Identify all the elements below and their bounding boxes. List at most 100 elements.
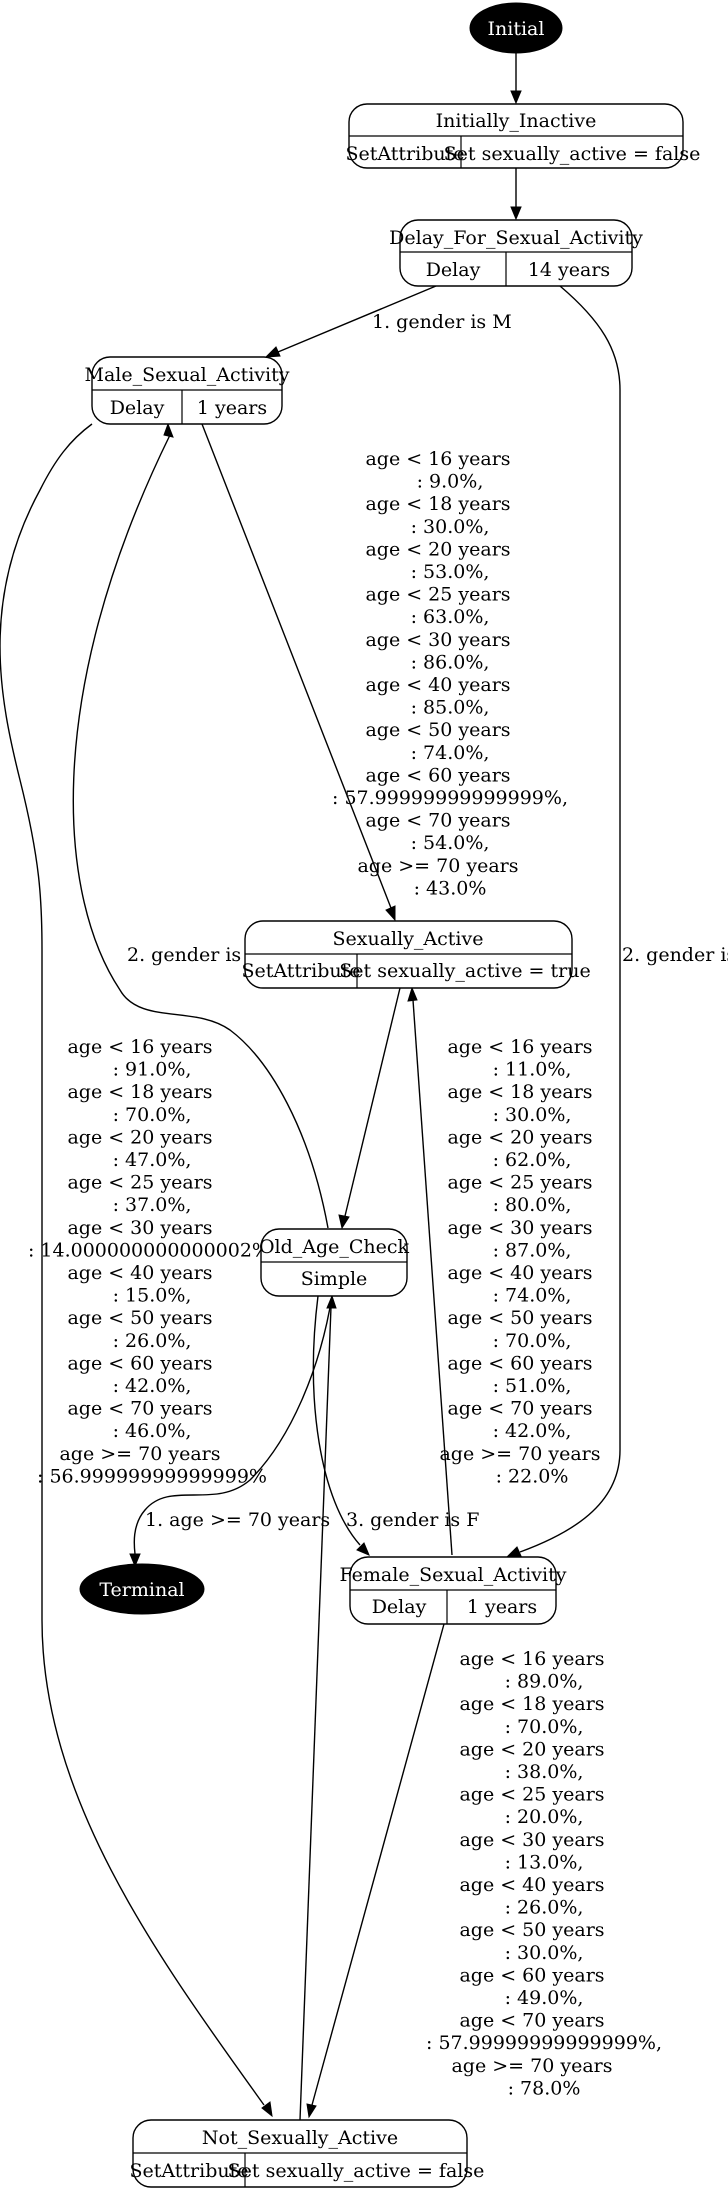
node-old-age-check[interactable]: Old_Age_Check Simple [259, 1228, 410, 1297]
edge-label-line: age < 50 years [447, 1307, 592, 1329]
node-male-sexual-activity[interactable]: Male_Sexual_Activity Delay 1 years [85, 356, 290, 425]
edge-label-line: : 22.0% [496, 1465, 569, 1487]
edge-label-line: : 70.0%, [493, 1330, 572, 1352]
edge-label-line: age < 50 years [459, 1919, 604, 1941]
edge-label-line: age < 20 years [447, 1126, 592, 1148]
edge-label-line: age < 70 years [365, 810, 510, 832]
edge-label-line: age < 30 years [447, 1217, 592, 1239]
edge-label-line: age < 25 years [447, 1172, 592, 1194]
edge-label-line: age < 18 years [67, 1081, 212, 1103]
edge-label-line: age >= 70 years [439, 1443, 600, 1465]
node-sexually-active[interactable]: Sexually_Active SetAttribute Set sexuall… [242, 920, 591, 989]
edge-male-to-not-sexually-active [0, 423, 265, 2106]
edge-label-line: : 80.0%, [493, 1194, 572, 1216]
edge-female-to-not-sexually-active [311, 1623, 445, 2106]
edge-label-line: : 30.0%, [505, 1942, 584, 1964]
edge-sexually-active-to-old-age-check [344, 987, 401, 1217]
node-initial-shape [469, 2, 563, 54]
edge-label-line: : 91.0%, [113, 1059, 192, 1081]
edge-label-male-to-active: age < 16 years: 9.0%,age < 18 years: 30.… [332, 448, 568, 899]
edge-label-delay-to-female: 2. gender is F [622, 944, 728, 966]
edge-delay-to-female [519, 285, 621, 1553]
edge-label-line: : 74.0%, [493, 1285, 572, 1307]
node-delay-box [399, 219, 633, 287]
edge-old-age-check-to-male [72, 434, 329, 1229]
edge-label-line: : 78.0% [508, 2077, 581, 2099]
node-old-age-check-title: Old_Age_Check [259, 1236, 410, 1258]
edge-old-age-check-to-female [312, 1295, 361, 1546]
arrowhead [356, 1542, 370, 1556]
edge-label-line: age < 40 years [365, 674, 510, 696]
node-initial-label: Initial [488, 18, 545, 40]
edge-label-line: : 89.0%, [505, 1671, 584, 1693]
node-female-detail: 1 years [467, 1596, 537, 1618]
edge-label-old-to-female: 3. gender is F [346, 1509, 479, 1531]
edge-label-line: : 49.0%, [505, 1987, 584, 2009]
edge-label-line: age < 40 years [459, 1874, 604, 1896]
edge-label-male-to-inactive: age < 16 years: 91.0%,age < 18 years: 70… [28, 1036, 276, 1487]
node-male-type: Delay [110, 397, 165, 419]
edge-label-line: age < 25 years [365, 584, 510, 606]
edge-label-line: : 13.0%, [505, 1851, 584, 1873]
edge-label-line: : 37.0%, [113, 1194, 192, 1216]
edge-label-line: age < 50 years [365, 719, 510, 741]
edge-label-line: : 87.0%, [493, 1239, 572, 1261]
edge-label-line: : 42.0%, [493, 1420, 572, 1442]
edge-delay-to-male [277, 285, 437, 353]
node-delay-for-sexual-activity[interactable]: Delay_For_Sexual_Activity Delay 14 years [389, 219, 643, 287]
edge-label-line: age < 16 years [447, 1036, 592, 1058]
edge-label-line: age < 16 years [365, 448, 510, 470]
edge-label-line: : 26.0%, [505, 1897, 584, 1919]
node-female-type: Delay [372, 1596, 427, 1618]
edge-label-old-to-terminal: 1. age >= 70 years [145, 1509, 330, 1531]
node-initially-inactive-title: Initially_Inactive [436, 110, 597, 132]
edge-label-old-to-male: 2. gender is M [127, 944, 267, 966]
edge-label-line: age < 60 years [365, 764, 510, 786]
edge-label-line: age < 50 years [67, 1307, 212, 1329]
node-terminal-label: Terminal [99, 1579, 184, 1601]
node-delay-title: Delay_For_Sexual_Activity [389, 227, 643, 249]
edge-label-line: : 46.0%, [113, 1420, 192, 1442]
node-sexually-active-title: Sexually_Active [333, 928, 484, 950]
edge-female-to-sexually-active [412, 999, 453, 1556]
arrowhead [510, 206, 522, 221]
edge-label-line: : 57.99999999999999%, [332, 787, 568, 809]
node-female-sexual-activity[interactable]: Female_Sexual_Activity Delay 1 years [340, 1556, 567, 1625]
node-initial[interactable]: Initial [469, 2, 563, 54]
edge-label-line: : 70.0%, [505, 1716, 584, 1738]
edge-label-line: : 47.0%, [113, 1149, 192, 1171]
arrowhead [306, 2103, 317, 2119]
edge-label-line: age < 25 years [67, 1172, 212, 1194]
edge-label-line: age < 30 years [459, 1829, 604, 1851]
node-sexually-active-detail: Set sexually_active = true [339, 960, 590, 982]
arrowhead [407, 986, 418, 1002]
arrowhead [261, 2101, 273, 2118]
node-male-title: Male_Sexual_Activity [85, 364, 290, 386]
edge-label-line: : 56.99999999999999% [37, 1465, 267, 1487]
edge-label-line: age < 60 years [459, 1964, 604, 1986]
node-not-sexually-active-type: SetAttribute [130, 2160, 249, 2182]
edge-label-line: : 26.0%, [113, 1330, 192, 1352]
edge-label-line: : 74.0%, [411, 742, 490, 764]
edge-label-line: : 51.0%, [493, 1375, 572, 1397]
edge-labels: 1. gender is M 2. gender is F 2. gender … [28, 311, 728, 2099]
edge-label-line: age < 20 years [459, 1738, 604, 1760]
edge-label-line: age >= 70 years [357, 855, 518, 877]
edge-label-line: : 30.0%, [493, 1104, 572, 1126]
edges [0, 52, 621, 2121]
edge-label-line: : 30.0%, [411, 516, 490, 538]
edge-label-line: : 9.0%, [417, 471, 484, 493]
arrowhead [338, 1214, 350, 1230]
node-initially-inactive[interactable]: Initially_Inactive SetAttribute Set sexu… [346, 103, 701, 169]
edge-label-line: age < 40 years [67, 1262, 212, 1284]
node-old-age-check-type: Simple [301, 1268, 368, 1290]
edge-label-line: : 53.0%, [411, 561, 490, 583]
edge-label-line: : 11.0%, [493, 1059, 572, 1081]
edge-not-sexually-active-to-old-age-check [299, 1306, 332, 2121]
node-terminal[interactable]: Terminal [79, 1563, 205, 1615]
edge-label-line: : 85.0%, [411, 697, 490, 719]
arrowhead [505, 1546, 522, 1558]
edge-label-line: : 42.0%, [113, 1375, 192, 1397]
node-not-sexually-active[interactable]: Not_Sexually_Active SetAttribute Set sex… [130, 2119, 485, 2188]
